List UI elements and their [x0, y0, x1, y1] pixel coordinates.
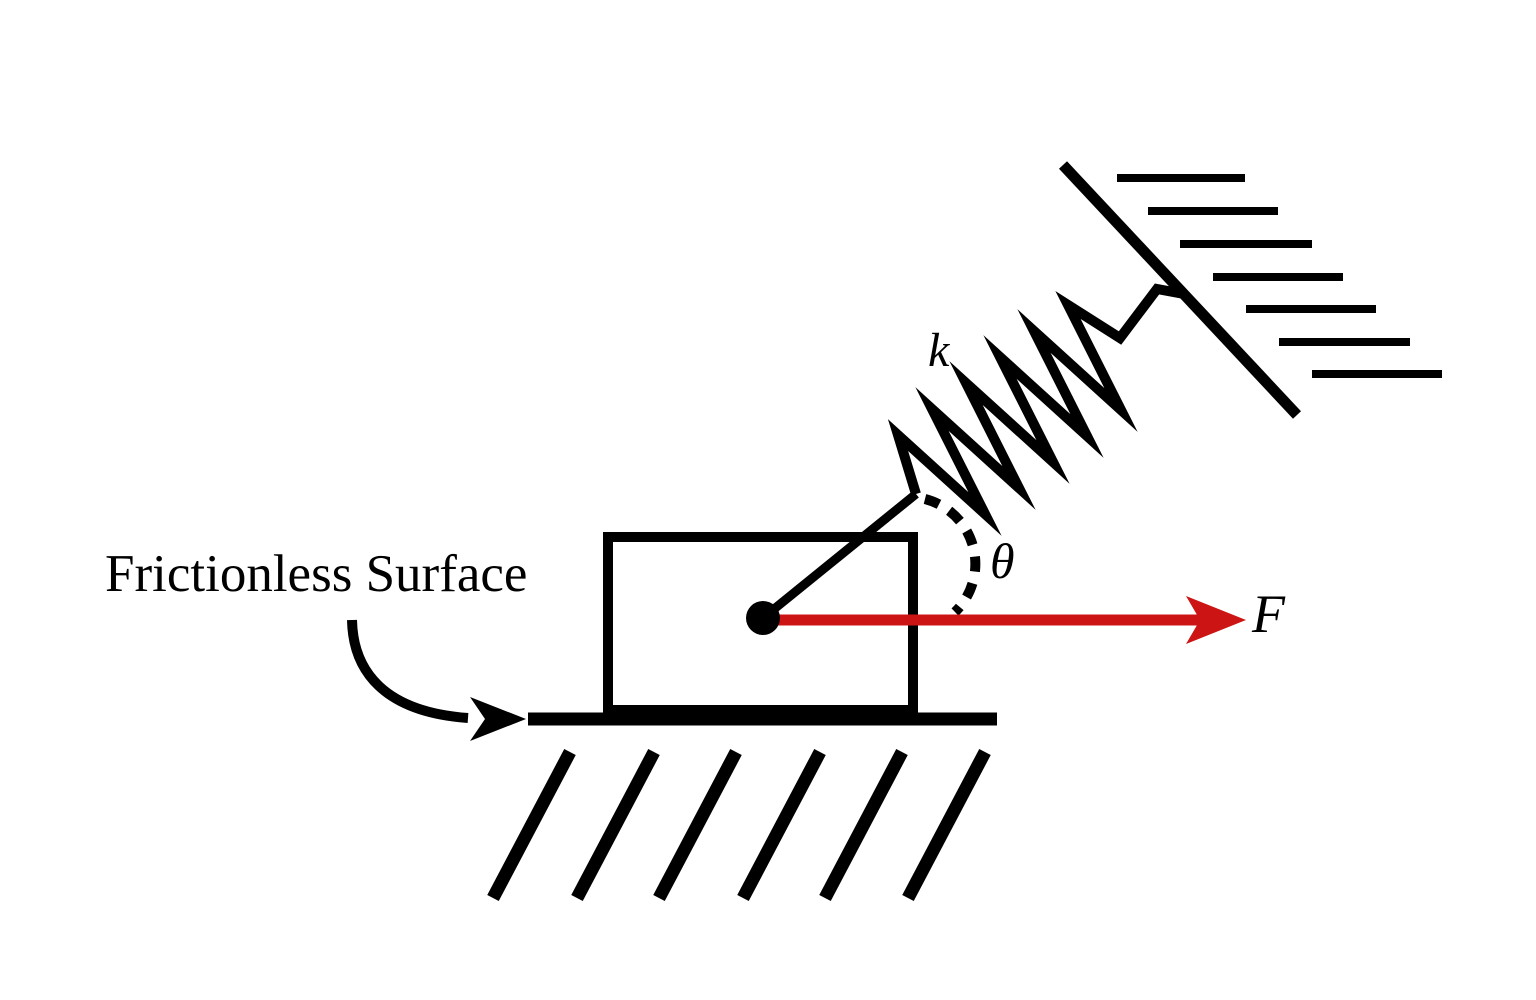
frictionless-surface-label: Frictionless Surface [105, 545, 527, 603]
force-label: F [1251, 584, 1286, 644]
ground-hatch-line [819, 748, 908, 902]
spring-constant-label: k [928, 324, 951, 377]
surface-pointer-arrow-head [470, 697, 526, 741]
ground-hatch-line [902, 748, 991, 902]
ground-hatch-line [487, 748, 576, 902]
surface-pointer-arrow [347, 619, 469, 723]
wall-line [1058, 161, 1302, 419]
spring-attachment-rod [760, 490, 919, 622]
ground-hatch-line [571, 748, 660, 902]
ground-hatching [487, 748, 991, 902]
ground-hatch-line [653, 748, 742, 902]
force-arrow-head [1186, 596, 1246, 644]
ground-hatch-line [737, 748, 826, 902]
spring-coil [887, 283, 1185, 536]
angle-label: θ [990, 533, 1015, 589]
pivot-dot [746, 601, 780, 635]
wall-hatching [1117, 174, 1442, 378]
angle-arc [923, 494, 981, 616]
